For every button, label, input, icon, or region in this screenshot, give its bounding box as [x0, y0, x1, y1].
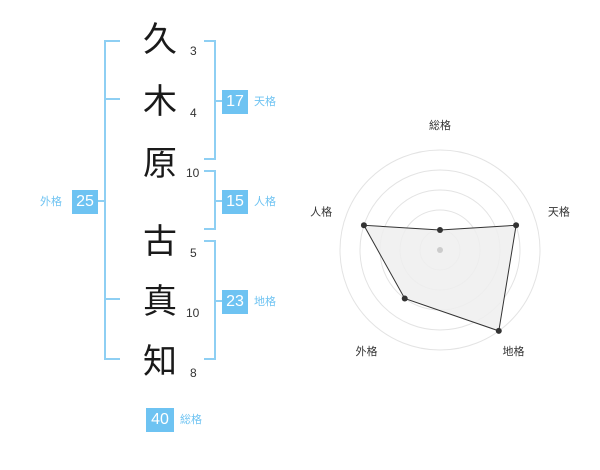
- stroke-count: 10: [186, 166, 200, 180]
- chikaku-bracket: [204, 240, 216, 360]
- stroke-count: 3: [190, 44, 197, 58]
- jinkaku-bracket: [204, 170, 216, 230]
- gaikaku-value-badge: 25: [72, 190, 98, 214]
- tenkaku-value-badge: 17: [222, 90, 248, 114]
- gaikaku-bracket: [104, 40, 120, 360]
- radar-data-point: [360, 222, 367, 229]
- name-character: 木: [143, 82, 177, 122]
- radar-axis-label: 総格: [429, 118, 451, 132]
- radar-data-point: [401, 295, 408, 302]
- bracket-tick: [104, 298, 120, 300]
- bracket-tick: [104, 98, 120, 100]
- stroke-count: 8: [190, 366, 197, 380]
- bracket-tick: [96, 200, 104, 202]
- tenkaku-bracket: [204, 40, 216, 160]
- radar-data-polygon: [363, 224, 517, 332]
- radar-axis-label: 天格: [548, 204, 570, 218]
- name-character: 古: [143, 222, 177, 262]
- bracket-tick: [216, 200, 222, 202]
- bracket-tick: [216, 100, 222, 102]
- soukaku-label: 総格: [180, 413, 202, 426]
- gaikaku-label: 外格: [40, 195, 62, 208]
- name-character: 久: [143, 20, 177, 60]
- name-character: 知: [143, 342, 177, 382]
- radar-grid-ring: [359, 169, 521, 331]
- radar-axis-label: 人格: [310, 204, 332, 218]
- stroke-count: 5: [190, 246, 197, 260]
- bracket-tick: [216, 300, 222, 302]
- stroke-count: 4: [190, 106, 197, 120]
- name-character: 真: [143, 282, 177, 322]
- radar-axis-label: 地格: [503, 344, 525, 358]
- radar-axis-label: 外格: [356, 344, 378, 358]
- stroke-count: 10: [186, 306, 200, 320]
- radar-center-dot: [437, 247, 443, 253]
- chikaku-label: 地格: [254, 295, 276, 308]
- jinkaku-label: 人格: [254, 195, 276, 208]
- radar-data-point: [495, 327, 502, 334]
- tenkaku-label: 天格: [254, 95, 276, 108]
- soukaku-value-badge: 40: [146, 408, 174, 432]
- radar-data-point: [513, 222, 520, 229]
- jinkaku-value-badge: 15: [222, 190, 248, 214]
- chikaku-value-badge: 23: [222, 290, 248, 314]
- radar-grid-ring: [339, 149, 541, 351]
- radar-data-point: [437, 227, 443, 233]
- name-character: 原: [143, 144, 177, 184]
